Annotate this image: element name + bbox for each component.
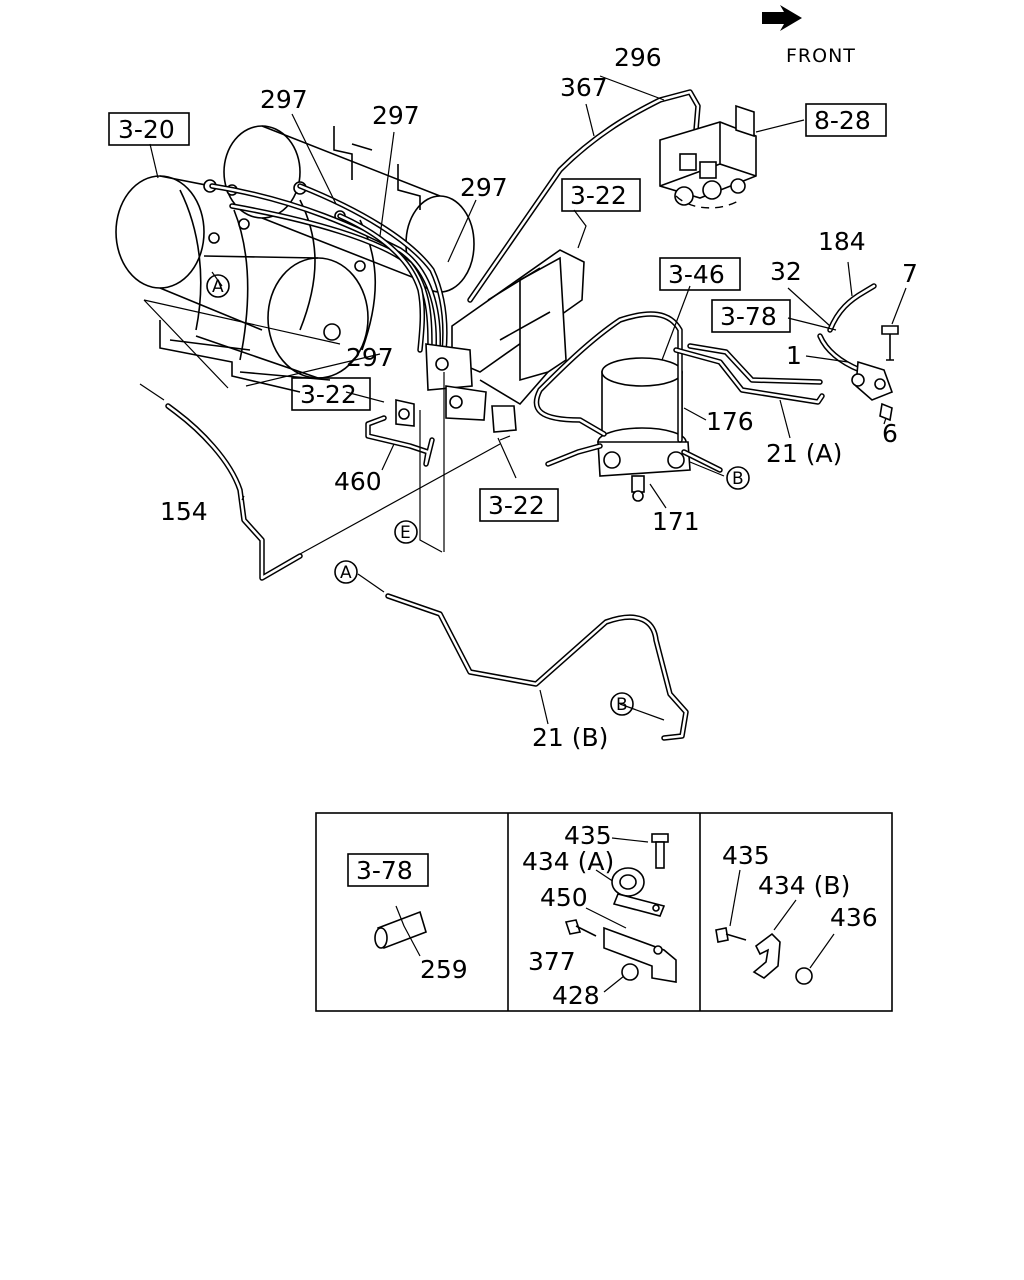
inset-part-436: 436 (830, 903, 878, 932)
marker-e-mid: E (400, 523, 411, 543)
callout-21a: 21 (A) (766, 439, 842, 468)
leader-lines (139, 75, 907, 725)
callout-297-a: 297 (260, 85, 308, 114)
inset-part-434b: 434 (B) (758, 871, 850, 900)
inset-part-450: 450 (540, 883, 588, 912)
valve-8-28 (659, 104, 757, 209)
inset-part-435-b: 435 (722, 841, 770, 870)
ref-3-20: 3-20 (118, 115, 175, 144)
ref-3-46: 3-46 (668, 260, 725, 289)
inset-ref-3-78: 3-78 (356, 856, 413, 885)
callout-32: 32 (770, 257, 802, 286)
connection-markers: A A B B E (206, 274, 750, 716)
inset-panel: 3-78 259 435 434 (A) 450 377 428 (315, 812, 893, 1012)
callout-7: 7 (902, 259, 918, 288)
reference-boxes: 3-20 3-22 3-22 3-22 3-46 3-78 8-28 (108, 103, 887, 522)
callout-6: 6 (882, 419, 898, 448)
inset-right: 435 434 (B) 436 (715, 841, 878, 985)
ref-3-22-left: 3-22 (300, 380, 357, 409)
callout-296: 296 (614, 43, 662, 72)
marker-a-lower: A (340, 563, 352, 583)
inset-part-428: 428 (552, 981, 600, 1010)
callouts: 296 367 297 297 297 297 184 32 7 1 6 176… (160, 43, 918, 752)
front-indicator: FRONT (762, 5, 856, 67)
compressor-hose-group (817, 283, 899, 422)
callout-460: 460 (334, 467, 382, 496)
air-tank-assembly (115, 125, 475, 393)
ref-3-22-top: 3-22 (570, 181, 627, 210)
callout-184: 184 (818, 227, 866, 256)
callout-367: 367 (560, 73, 608, 102)
inset-part-435-a: 435 (564, 821, 612, 850)
callout-154: 154 (160, 497, 208, 526)
callout-21b: 21 (B) (532, 723, 608, 752)
marker-a-upper: A (212, 277, 224, 297)
callout-176: 176 (706, 407, 754, 436)
marker-b-lower: B (616, 695, 628, 715)
callout-297-d: 297 (346, 343, 394, 372)
inset-middle: 435 434 (A) 450 377 428 (522, 821, 677, 1010)
callout-297-c: 297 (460, 173, 508, 202)
marker-b-right: B (732, 469, 744, 489)
air-dryer (597, 357, 691, 502)
ref-3-78: 3-78 (720, 302, 777, 331)
callout-171: 171 (652, 507, 700, 536)
inset-part-259: 259 (420, 955, 468, 984)
inset-left: 3-78 259 (347, 853, 468, 984)
front-label: FRONT (786, 45, 856, 67)
callout-297-b: 297 (372, 101, 420, 130)
ref-3-22-bottom: 3-22 (488, 491, 545, 520)
inset-part-377: 377 (528, 947, 576, 976)
callout-1: 1 (786, 341, 802, 370)
arrow-icon (762, 5, 802, 31)
valve-bracket-assembly (395, 249, 585, 433)
ref-8-28: 8-28 (814, 106, 871, 135)
inset-part-434a: 434 (A) (522, 847, 614, 876)
